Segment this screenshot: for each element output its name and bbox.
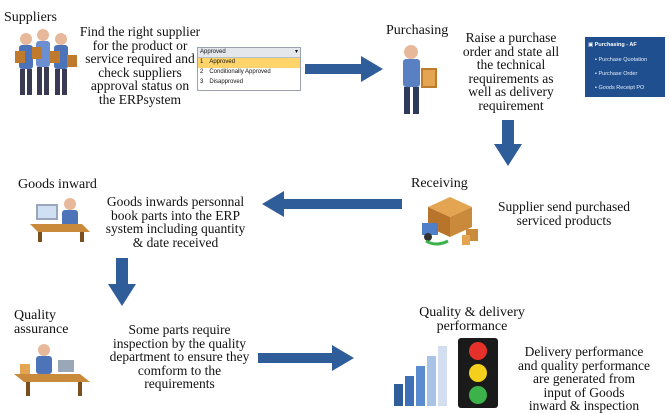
quality-delivery-performance-description: Delivery performance and quality perform… (500, 345, 668, 413)
text-line: approval status on (90, 78, 190, 93)
purchasing-description: Raise a purchase order and state all the… (446, 31, 576, 112)
menu-item: ▪ Purchase Quotation (585, 54, 665, 66)
dropdown-option: 3 Disapproved (198, 78, 300, 88)
text-line: requirement (478, 97, 544, 113)
receiving-title: Receiving (411, 176, 468, 191)
text-line: serviced products (516, 212, 612, 228)
text-line: Delivery performance (524, 344, 644, 359)
text-line: well as delivery (468, 84, 554, 99)
text-line: the technical (476, 57, 546, 72)
quality-assurance-title: Quality assurance (14, 309, 68, 337)
suppliers-description: Find the right supplier for the product … (70, 25, 210, 106)
purchasing-menu: ▣ Purchasing - AF ▪ Purchase Quotation ▪… (585, 37, 665, 97)
menu-folder-icon: ▣ (588, 42, 594, 48)
menu-title-text: Purchasing - AF (594, 42, 637, 48)
menu-item-label: Purchase Quotation (598, 57, 648, 63)
arrow-right-icon (305, 56, 383, 82)
text-line: system including quantity (105, 221, 246, 236)
truck-boxes-icon (422, 197, 478, 246)
text-line: the ERPsystem (98, 91, 182, 107)
buyer-person-icon (403, 45, 437, 114)
text-line: input of Goods (543, 384, 625, 400)
document-icon: ▪ (595, 85, 597, 91)
text-line: are generated from (533, 371, 635, 386)
text-line: check suppliers (98, 64, 182, 80)
goods-inward-title: Goods inward (18, 177, 97, 192)
option-number: 2 (200, 69, 204, 75)
text-line: requirements (144, 376, 215, 391)
arrow-down-icon (494, 120, 522, 166)
suppliers-title: Suppliers (4, 10, 57, 25)
text-line: Supplier send purchased (498, 199, 630, 214)
option-label: Disapproved (209, 79, 244, 85)
text-line: inward & inspection (528, 398, 640, 413)
dropdown-option: 2 Conditionally Approved (198, 68, 300, 78)
text-line: for the product or (92, 37, 188, 53)
text-line: and quality performance (518, 357, 650, 373)
text-line: service required and (85, 51, 195, 66)
option-label: Conditionally Approved (209, 69, 271, 75)
purchasing-title: Purchasing (386, 23, 449, 38)
text-line: inspection by the quality (112, 335, 247, 351)
inspector-workstation-icon (14, 344, 90, 396)
goods-inward-description: Goods inwards personnal book parts into … (88, 195, 263, 249)
option-label: Approved (209, 59, 236, 65)
document-icon: ▪ (595, 71, 597, 77)
clerk-computer-icon (30, 198, 90, 242)
text-line: & date received (132, 234, 219, 250)
arrow-right-icon (258, 345, 354, 371)
text-line: department to ensure they (109, 349, 250, 364)
dropdown-selected-value: Approved (200, 49, 226, 55)
dropdown-header: Approved ▾ (198, 48, 300, 58)
menu-item: ▪ Goods Receipt PO (585, 80, 665, 94)
title-line: performance (436, 319, 508, 334)
dropdown-option: 1 Approved (198, 58, 300, 68)
title-line: Quality & delivery (419, 305, 525, 320)
menu-item: ▪ Purchase Order (585, 66, 665, 80)
arrow-down-icon (108, 258, 136, 306)
receiving-description: Supplier send purchased serviced product… (479, 200, 649, 227)
text-line: Raise a purchase (465, 30, 557, 45)
text-line: book parts into the ERP (111, 207, 240, 223)
title-line: Quality (14, 308, 56, 323)
text-line: requirements as (468, 70, 554, 86)
option-number: 1 (200, 59, 204, 65)
people-group-icon (15, 29, 77, 95)
chevron-down-icon: ▾ (294, 49, 298, 55)
option-number: 3 (200, 79, 204, 85)
text-line: comform to the (137, 362, 222, 378)
approval-status-dropdown: Approved ▾ 1 Approved 2 Conditionally Ap… (197, 47, 301, 91)
document-icon: ▪ (595, 57, 597, 63)
arrow-left-icon (262, 191, 402, 217)
quality-delivery-performance-title: Quality & delivery performance (407, 306, 537, 334)
quality-assurance-description: Some parts require inspection by the qua… (97, 323, 262, 391)
text-line: Goods inwards personnal (106, 194, 245, 209)
text-line: Some parts require (128, 322, 231, 337)
menu-item-label: Purchase Order (598, 71, 638, 77)
purchasing-menu-title: ▣ Purchasing - AF (585, 37, 665, 54)
bar-chart-traffic-light-icon (394, 338, 498, 408)
text-line: Find the right supplier (79, 24, 201, 39)
title-line: assurance (14, 322, 69, 337)
text-line: order and state all (462, 43, 560, 59)
menu-item-label: Goods Receipt PO (598, 85, 645, 91)
